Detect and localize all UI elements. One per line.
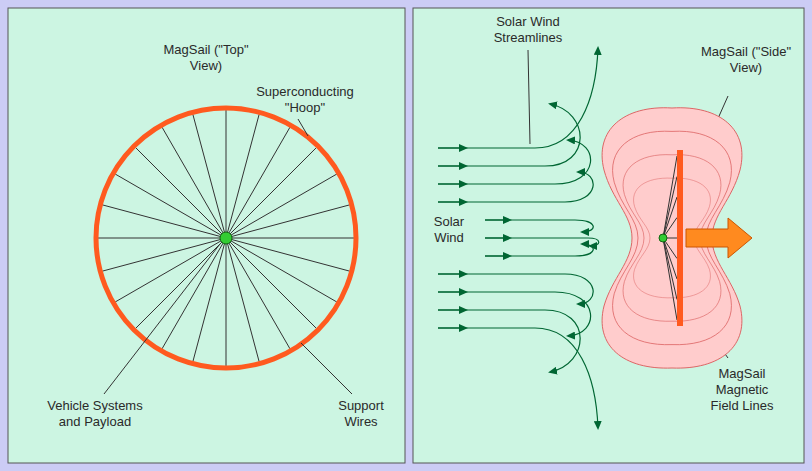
support-wire [226, 238, 290, 349]
part-label: Superconducting "Hoop" [250, 84, 360, 116]
support-wire [226, 147, 317, 238]
support-wire [226, 110, 227, 238]
part-label: Solar Wind [420, 214, 478, 246]
support-wire [193, 238, 226, 362]
part-label: Support Wires [326, 398, 396, 430]
support-wire [135, 147, 226, 238]
support-wire [226, 114, 259, 238]
support-wire [663, 238, 677, 300]
part-label: MagSail Magnetic Field Lines [700, 366, 784, 414]
payload-dot-side [659, 234, 667, 242]
support-wire [226, 205, 350, 238]
support-wire [226, 238, 337, 302]
support-wire [663, 156, 677, 238]
support-wire [226, 174, 337, 238]
support-wire [102, 205, 226, 238]
support-wire [226, 238, 317, 329]
support-wire [663, 177, 677, 239]
support-wire [226, 127, 290, 238]
support-wire [115, 238, 226, 302]
support-wire [226, 238, 350, 271]
support-wire [226, 238, 259, 362]
support-wire [663, 238, 677, 320]
support-wires [98, 110, 354, 366]
superconducting-hoop [96, 108, 356, 368]
support-wire [115, 174, 226, 238]
support-wire [102, 238, 226, 271]
support-wire [663, 197, 677, 238]
support-wire [193, 114, 226, 238]
thrust-arrow [686, 218, 752, 258]
part-label: Solar Wind Streamlines [478, 14, 578, 46]
support-wire [98, 238, 226, 239]
payload-dot [220, 232, 232, 244]
support-wire [162, 127, 226, 238]
support-wire [226, 238, 227, 366]
view-title: MagSail ("Side" View) [698, 44, 794, 76]
left-panel [8, 8, 405, 463]
hoop-side [677, 150, 683, 326]
part-label: Vehicle Systems and Payload [40, 398, 150, 430]
support-wire [135, 238, 226, 329]
support-wire [663, 238, 677, 279]
view-title: MagSail ("Top" View) [158, 42, 254, 74]
right-panel [413, 8, 804, 463]
support-wire [162, 238, 226, 349]
support-wire [226, 238, 354, 239]
